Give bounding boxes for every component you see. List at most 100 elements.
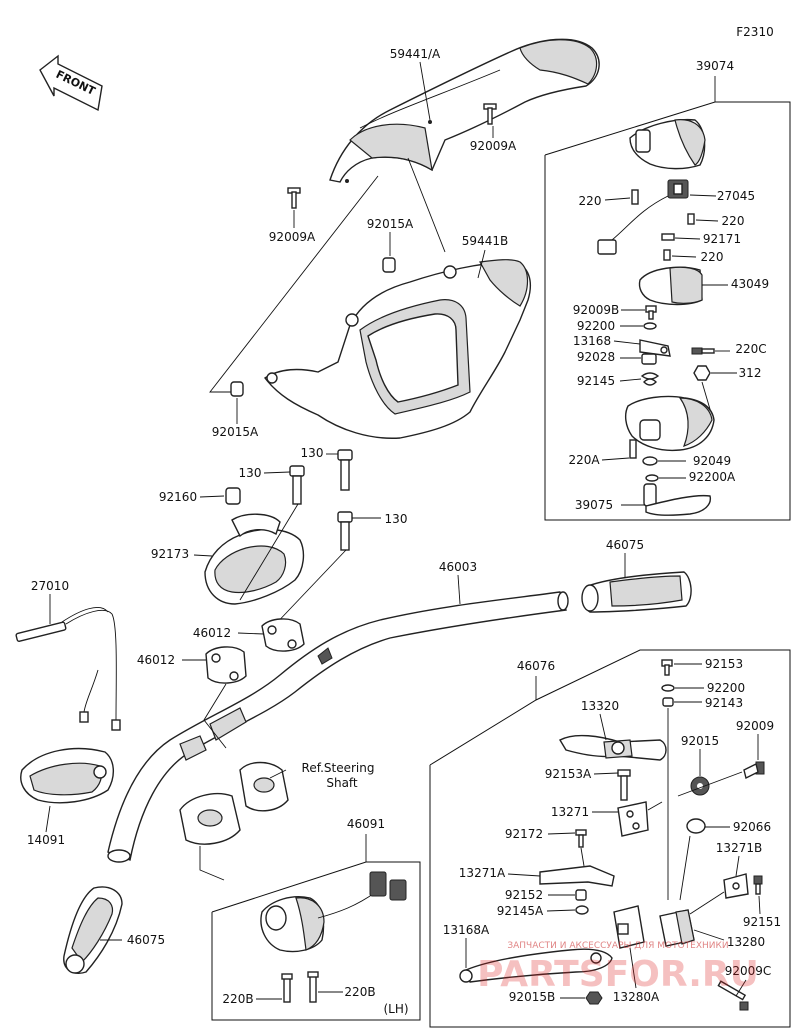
collar-92160 — [225, 487, 241, 505]
screw-92172 — [575, 829, 587, 848]
label-92009a-2: 92009A — [269, 230, 316, 244]
spring-92145 — [640, 372, 660, 386]
label-92009a-1: 92009A — [470, 139, 517, 153]
washer-92200-lever — [661, 684, 675, 692]
label-92015: 92015 — [681, 734, 719, 748]
bolt-92009b — [645, 305, 657, 320]
label-130-2: 130 — [239, 466, 262, 480]
label-39075: 39075 — [575, 498, 613, 512]
label-59441b: 59441B — [462, 234, 508, 248]
label-130-1: 130 — [301, 446, 324, 460]
collar-92015a-lower — [230, 381, 244, 397]
screw-220-b — [687, 213, 695, 225]
cap-92066 — [686, 818, 706, 834]
label-92152: 92152 — [505, 888, 543, 902]
lever-13320 — [559, 734, 667, 761]
bracket-13271 — [617, 801, 649, 837]
label-46076: 46076 — [517, 659, 555, 673]
clamp-46012-upper — [261, 618, 305, 652]
label-13280: 13280 — [727, 935, 765, 949]
label-46012-2: 46012 — [137, 653, 175, 667]
lever-13168a — [459, 948, 613, 983]
lever-13168 — [639, 339, 671, 357]
grip-46075-right — [581, 571, 692, 613]
switch-housing-lower — [624, 395, 715, 452]
front-direction-arrow: FRONT — [39, 54, 103, 112]
bolt-92009c — [717, 980, 749, 1011]
collar-92015a-upper — [382, 257, 396, 273]
label-92200-2: 92200 — [707, 681, 745, 695]
assembly-box-46091 — [211, 861, 421, 1021]
bolt-130-c — [337, 511, 353, 551]
assembly-box-46076 — [429, 649, 791, 1028]
label-220c: 220C — [735, 342, 766, 356]
label-92171: 92171 — [703, 232, 741, 246]
cover-14091 — [20, 747, 114, 804]
label-92200a: 92200A — [689, 470, 736, 484]
grip-46075-left — [63, 886, 123, 974]
label-13271b: 13271B — [716, 841, 762, 855]
nut-92015b — [585, 991, 603, 1005]
clip-92171 — [661, 233, 675, 241]
label-92173: 92173 — [151, 547, 189, 561]
label-92015b: 92015B — [509, 990, 555, 1004]
label-92153a: 92153A — [545, 767, 592, 781]
bracket-13271b — [723, 873, 749, 899]
washer-92200a — [645, 474, 659, 482]
label-92200: 92200 — [577, 319, 615, 333]
label-43049: 43049 — [731, 277, 769, 291]
washer-92049 — [642, 456, 658, 466]
left-switch-housing — [260, 871, 407, 953]
collar-92152 — [575, 889, 587, 901]
spring-92145a — [575, 905, 589, 915]
label-220a: 220A — [568, 453, 600, 467]
label-59441a: 59441/A — [390, 47, 441, 61]
label-92009c: 92009C — [725, 964, 772, 978]
label-92145a: 92145A — [497, 904, 544, 918]
label-92143: 92143 — [705, 696, 743, 710]
switch-housing-upper — [629, 118, 706, 170]
screw-220-a — [631, 189, 639, 205]
collar-92143 — [662, 697, 674, 707]
collar-92028 — [641, 353, 657, 365]
label-312: 312 — [739, 366, 762, 380]
label-13320: 13320 — [581, 699, 619, 713]
label-220b-2: 220B — [344, 985, 375, 999]
screw-220c — [691, 347, 715, 355]
screw-220a — [629, 439, 637, 459]
screw-220b-left — [281, 973, 293, 1003]
label-92160: 92160 — [159, 490, 197, 504]
label-92049: 92049 — [693, 454, 731, 468]
switch-13280a — [613, 905, 645, 949]
nut-312 — [693, 365, 711, 381]
watermark-logo: PARTSFOR.RU — [477, 954, 759, 995]
label-27045: 27045 — [717, 189, 755, 203]
label-ref-shaft: Shaft — [326, 776, 358, 790]
label-220-2: 220 — [722, 214, 745, 228]
clamp-46012-lower — [205, 646, 247, 684]
label-92066: 92066 — [733, 820, 771, 834]
label-13271a: 13271A — [459, 866, 506, 880]
switch-27045 — [597, 179, 689, 255]
label-27010: 27010 — [31, 579, 69, 593]
label-92015a-2: 92015A — [212, 425, 259, 439]
switch-13280 — [659, 909, 695, 947]
screw-92009a-left — [287, 187, 301, 209]
label-130-3: 130 — [385, 512, 408, 526]
cover-43049 — [638, 266, 703, 306]
label-13168: 13168 — [573, 334, 611, 348]
label-220-1: 220 — [579, 194, 602, 208]
washer-92200 — [643, 322, 657, 330]
label-92145: 92145 — [577, 374, 615, 388]
screw-220-c — [663, 249, 671, 261]
lever-39075 — [643, 483, 712, 517]
label-14091: 14091 — [27, 833, 65, 847]
label-46012-1: 46012 — [193, 626, 231, 640]
steering-shaft-clamp — [179, 761, 289, 881]
label-46075-2: 46075 — [127, 933, 165, 947]
label-39074: 39074 — [696, 59, 734, 73]
screw-92151 — [753, 875, 763, 895]
washer-92015 — [690, 776, 710, 796]
label-13271: 13271 — [551, 805, 589, 819]
